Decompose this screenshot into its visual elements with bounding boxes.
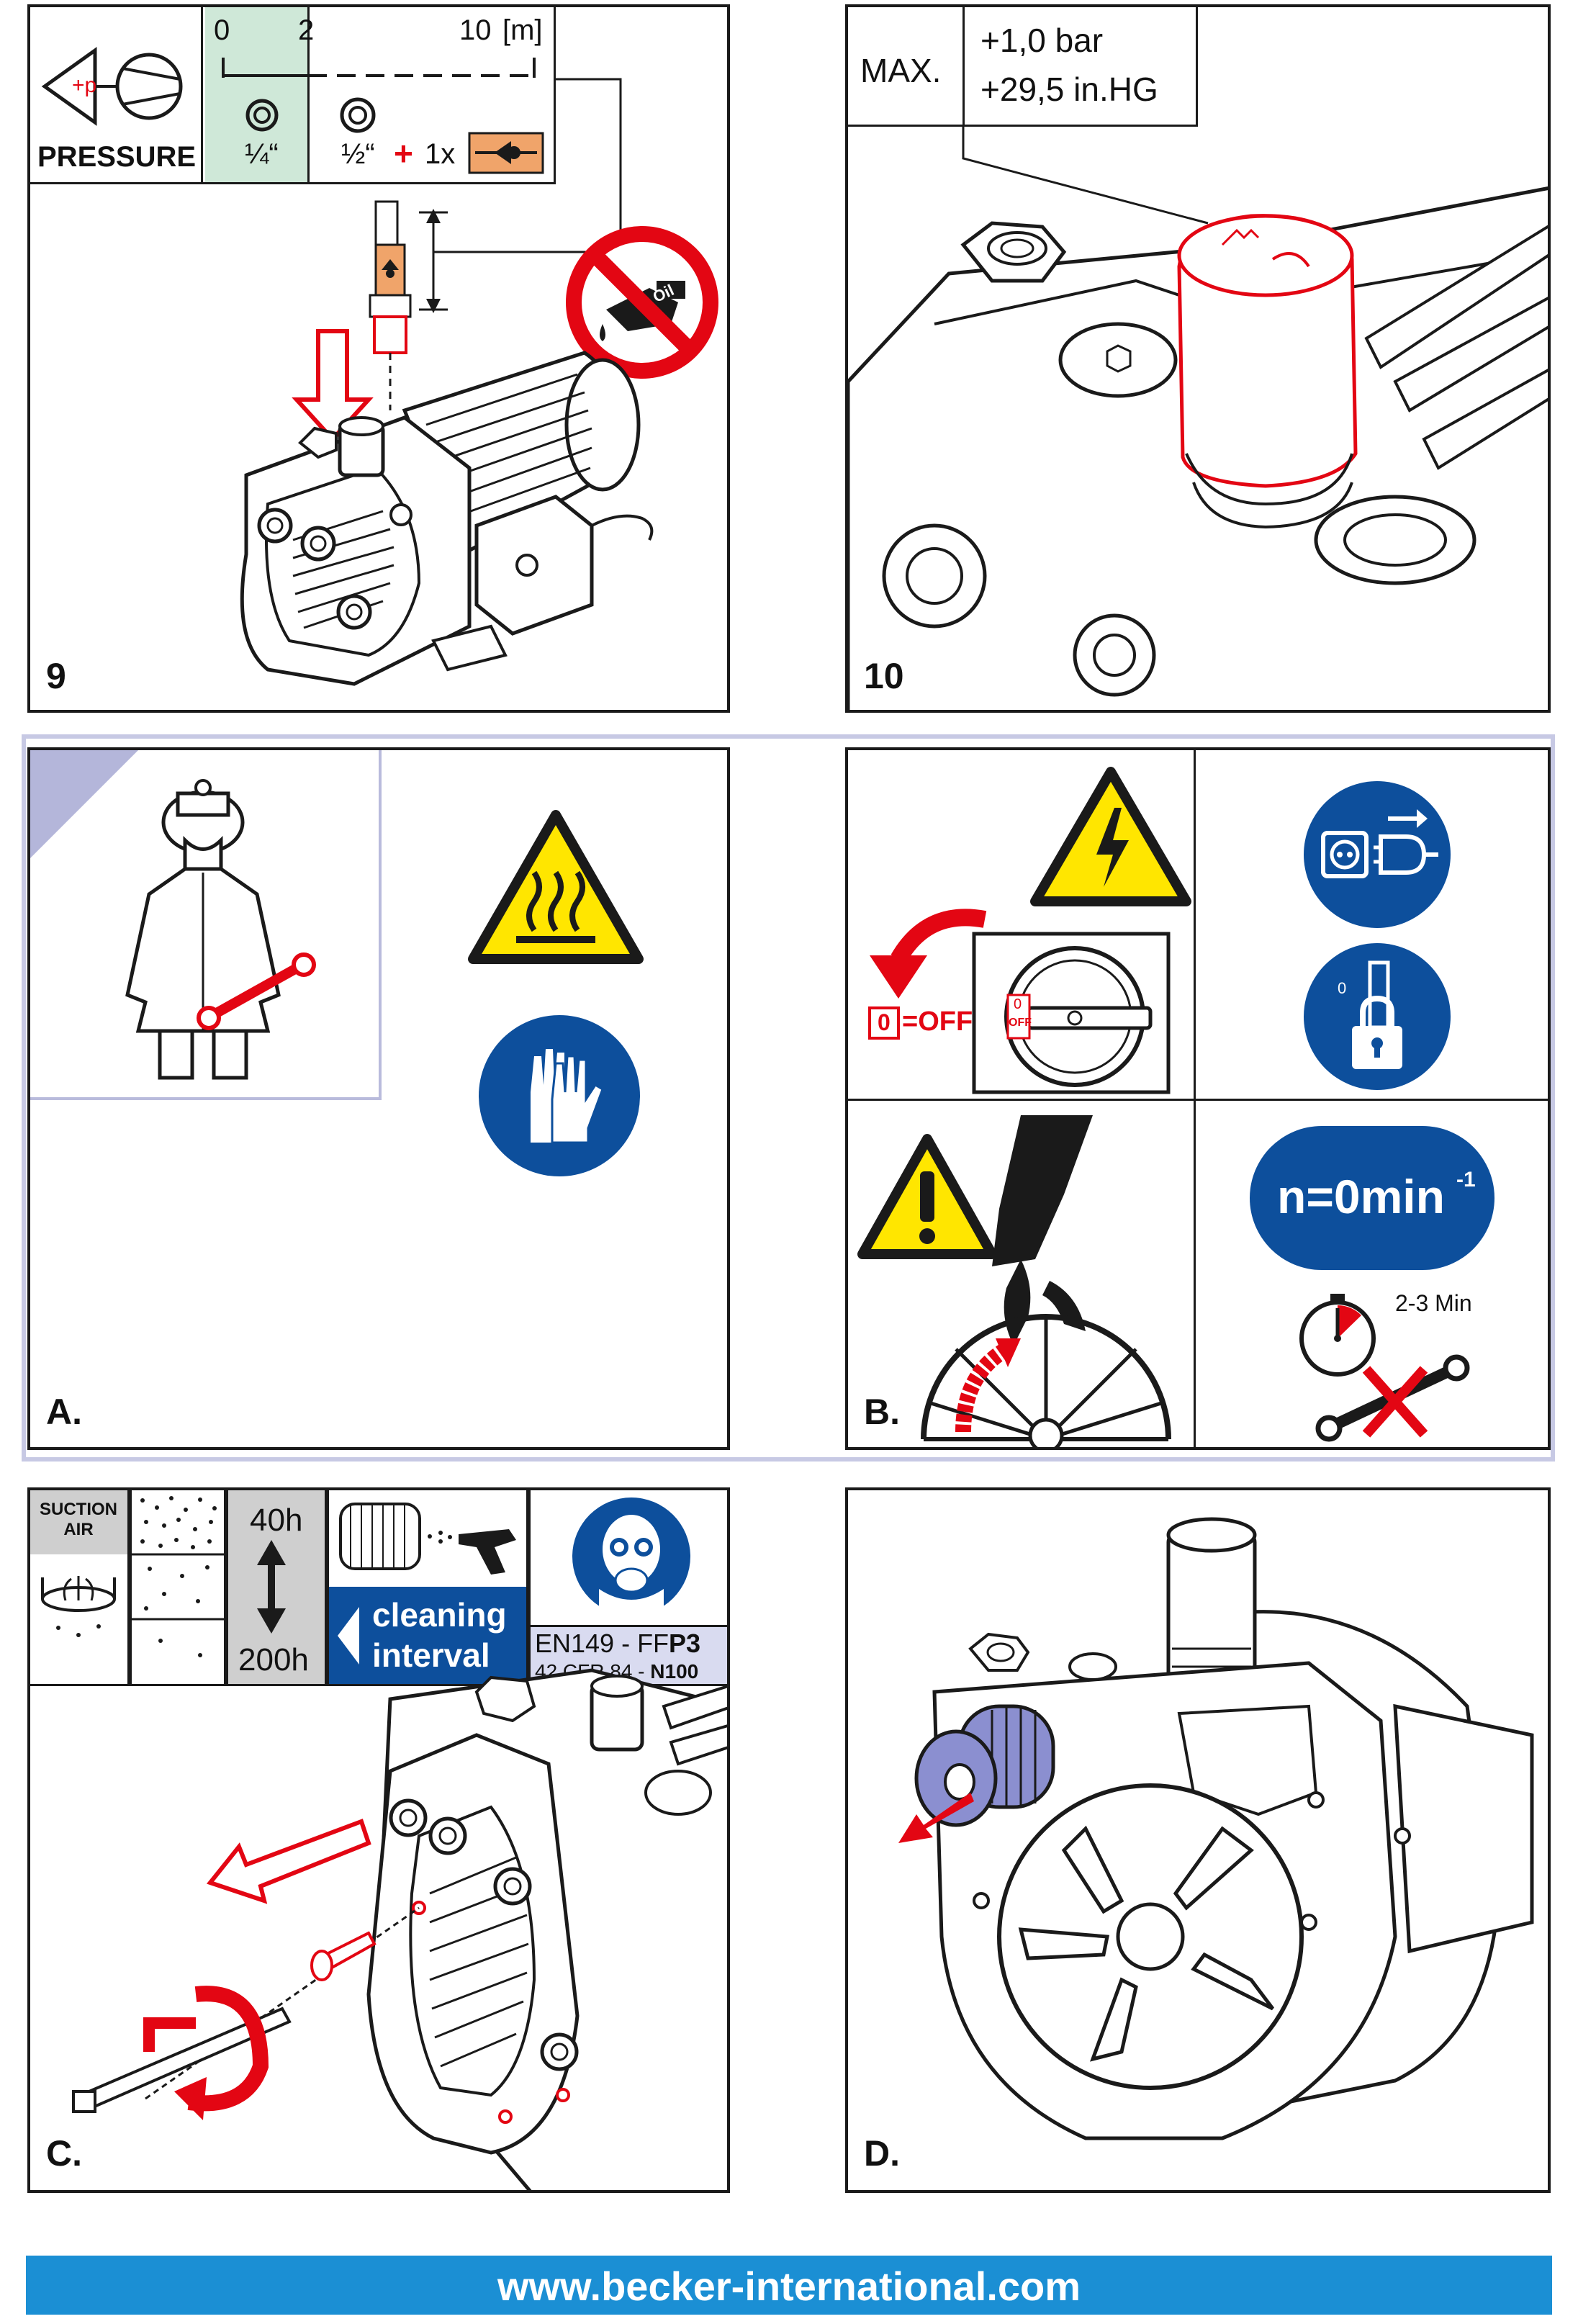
- dust-density-icon: [132, 1496, 224, 1657]
- cleaning-interval-banner: cleaning interval: [329, 1587, 526, 1684]
- panel-letter: A.: [46, 1392, 82, 1432]
- interval-arrow-icon: [257, 1540, 286, 1634]
- air-gun-icon: [339, 1503, 516, 1575]
- standard-en-label: EN149 - FFP3: [535, 1629, 701, 1658]
- interval-cell: 40h 200h: [226, 1490, 327, 1686]
- lockout-icon: [1304, 943, 1451, 1090]
- suction-air-icon: [41, 1576, 116, 1637]
- hg-value: +29,5 in.HG: [980, 71, 1158, 108]
- max-label: MAX.: [860, 52, 942, 89]
- dial-off-label: OFF: [1009, 1017, 1032, 1029]
- plus-sign: +: [394, 135, 413, 172]
- pump-symbol-cell: +p PRESSURE: [30, 7, 203, 182]
- pressure-label: PRESSURE: [37, 141, 197, 173]
- hours-min-label: 40h: [250, 1503, 303, 1538]
- hours-max-label: 200h: [238, 1642, 309, 1677]
- panel-letter: D.: [864, 2133, 900, 2174]
- wait-time-label: 2-3 Min: [1395, 1290, 1472, 1316]
- speed-label: n=0min: [1277, 1170, 1445, 1223]
- speed-exponent: -1: [1456, 1168, 1476, 1192]
- panel-9: +p PRESSURE 0 2 10 [m] ¼“ ½“ + 1x: [27, 4, 730, 713]
- unplug-icon: [1304, 781, 1451, 928]
- panel-10: MAX. +1,0 bar +29,5 in.HG: [845, 4, 1551, 713]
- quarter-inch-zone: [205, 7, 310, 182]
- distance-scale: [222, 58, 544, 174]
- scale-2-label: 2: [298, 14, 315, 46]
- rotating-fan-hand-illustration: [921, 1115, 1171, 1447]
- panel-c: SUCTION AIR 40h 200h: [27, 1487, 730, 2193]
- no-wrench-icon: [1315, 1354, 1470, 1442]
- cleaning-label: cleaning: [372, 1596, 507, 1634]
- suction-air-cell: SUCTION AIR: [30, 1490, 130, 1686]
- pressure-info-box: +p PRESSURE 0 2 10 [m] ¼“ ½“ + 1x: [30, 7, 556, 184]
- dust-density-cells: [130, 1490, 226, 1686]
- panel-letter: B.: [864, 1392, 900, 1432]
- no-oil-icon: [566, 226, 718, 379]
- rotor-filter-removal-illustration: [898, 1517, 1534, 2140]
- size-quarter-label: ¼“: [245, 138, 279, 170]
- worker-illustration: [30, 750, 316, 1080]
- footer-bar: www.becker-international.com: [26, 2256, 1552, 2315]
- respirator-cell: EN149 - FFP3 42 CFR 84 - N100: [528, 1490, 727, 1686]
- size-half-label: ½“: [341, 138, 375, 170]
- chevron-left-icon: [338, 1607, 359, 1665]
- vacuum-pump-illustration: [240, 351, 654, 686]
- gloves-required-icon: [479, 1015, 640, 1176]
- main-switch-off-illustration: [868, 909, 1171, 1094]
- off-label: =OFF: [902, 1006, 973, 1037]
- panel-a: A.: [27, 747, 730, 1450]
- scale-unit-label: [m]: [502, 14, 543, 46]
- scale-10-label: 10: [459, 14, 492, 46]
- panel-d: D.: [845, 1487, 1551, 2193]
- panels-ab-frame: [22, 734, 1555, 1461]
- general-warning-icon: [857, 1134, 997, 1259]
- panel-number: 9: [46, 656, 66, 696]
- max-pressure-box: MAX. +1,0 bar +29,5 in.HG: [848, 7, 1198, 127]
- suction-air-label: SUCTION AIR: [40, 1500, 117, 1539]
- hot-surface-warning-icon: [468, 810, 644, 964]
- lockout-zero-label: 0: [1338, 979, 1347, 997]
- dial-zero-label: 0: [1014, 996, 1022, 1012]
- cover-removal-illustration: [72, 1668, 727, 2190]
- scale-0-label: 0: [214, 14, 230, 46]
- plus-p-label: +p: [72, 73, 97, 97]
- interval-label: interval: [372, 1636, 490, 1674]
- valve-closeup-illustration: [848, 127, 1548, 710]
- switch-zero-label: 0: [878, 1009, 891, 1035]
- cleaning-cell: cleaning interval: [327, 1490, 528, 1686]
- pump-pressure-symbol-icon: [41, 47, 183, 126]
- worker-inset: [30, 750, 382, 1100]
- stopwatch-icon: [1299, 1294, 1376, 1377]
- panel-b: 0 =OFF 0 OFF 0: [845, 747, 1551, 1450]
- bar-value: +1,0 bar: [980, 22, 1104, 59]
- quantity-label: 1x: [425, 138, 456, 170]
- panel-letter: C.: [46, 2133, 82, 2174]
- respirator-icon: [572, 1497, 690, 1618]
- electric-hazard-icon: [1030, 767, 1191, 906]
- website-url[interactable]: www.becker-international.com: [497, 2264, 1081, 2309]
- speed-zero-badge: [1250, 1126, 1494, 1270]
- panel-number: 10: [864, 656, 904, 696]
